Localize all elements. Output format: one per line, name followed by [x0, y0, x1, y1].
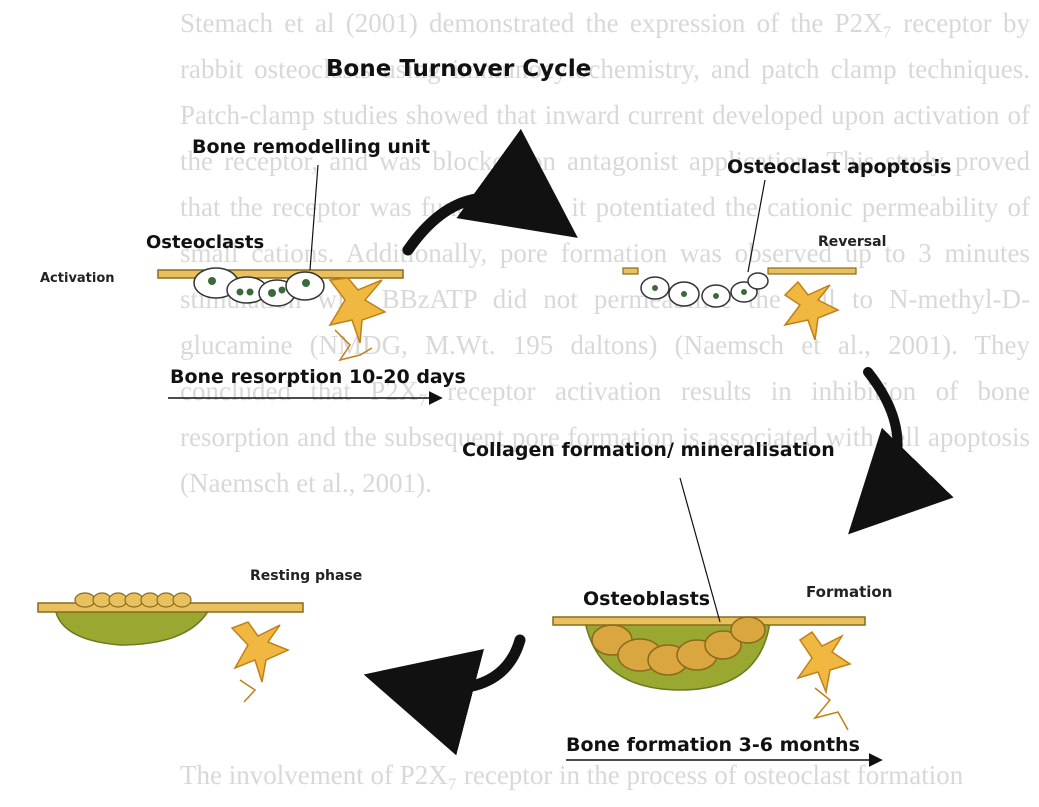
label-activation: Activation: [40, 271, 115, 286]
resting-bone-matrix: [55, 608, 210, 645]
arrow-activation-to-reversal: [408, 198, 560, 250]
label-bone-formation: Bone formation 3-6 months: [566, 734, 860, 756]
osteocyte-cell-resting: [232, 622, 288, 682]
arrow-formation-to-resting: [385, 640, 520, 689]
apoptotic-osteoclasts: [641, 273, 768, 307]
label-bone-remodelling-unit: Bone remodelling unit: [192, 136, 430, 158]
resting-stage: [38, 593, 303, 702]
bone-surface-activation: [158, 270, 403, 278]
diagram-title: Bone Turnover Cycle: [326, 56, 591, 82]
label-reversal: Reversal: [818, 234, 886, 250]
apoptosis-pointer: [748, 180, 765, 272]
arrow-reversal-to-formation: [862, 372, 898, 520]
label-osteoclasts: Osteoclasts: [146, 232, 264, 253]
bone-surface-reversal: [768, 268, 856, 274]
osteocyte-cell-reversal: [785, 282, 838, 340]
label-osteoclast-apoptosis: Osteoclast apoptosis: [727, 156, 951, 178]
label-osteoblasts: Osteoblasts: [583, 588, 710, 610]
osteocyte-cell-formation: [798, 632, 850, 692]
label-resting-phase: Resting phase: [250, 568, 362, 584]
label-collagen-formation: Collagen formation/ mineralisation: [462, 439, 835, 461]
bone-surface-formation: [553, 617, 865, 625]
reversal-stage: [623, 180, 856, 340]
remodelling-unit-pointer: [310, 165, 318, 270]
label-bone-resorption: Bone resorption 10-20 days: [170, 366, 466, 388]
activation-stage: [158, 165, 403, 360]
label-formation: Formation: [806, 583, 892, 601]
